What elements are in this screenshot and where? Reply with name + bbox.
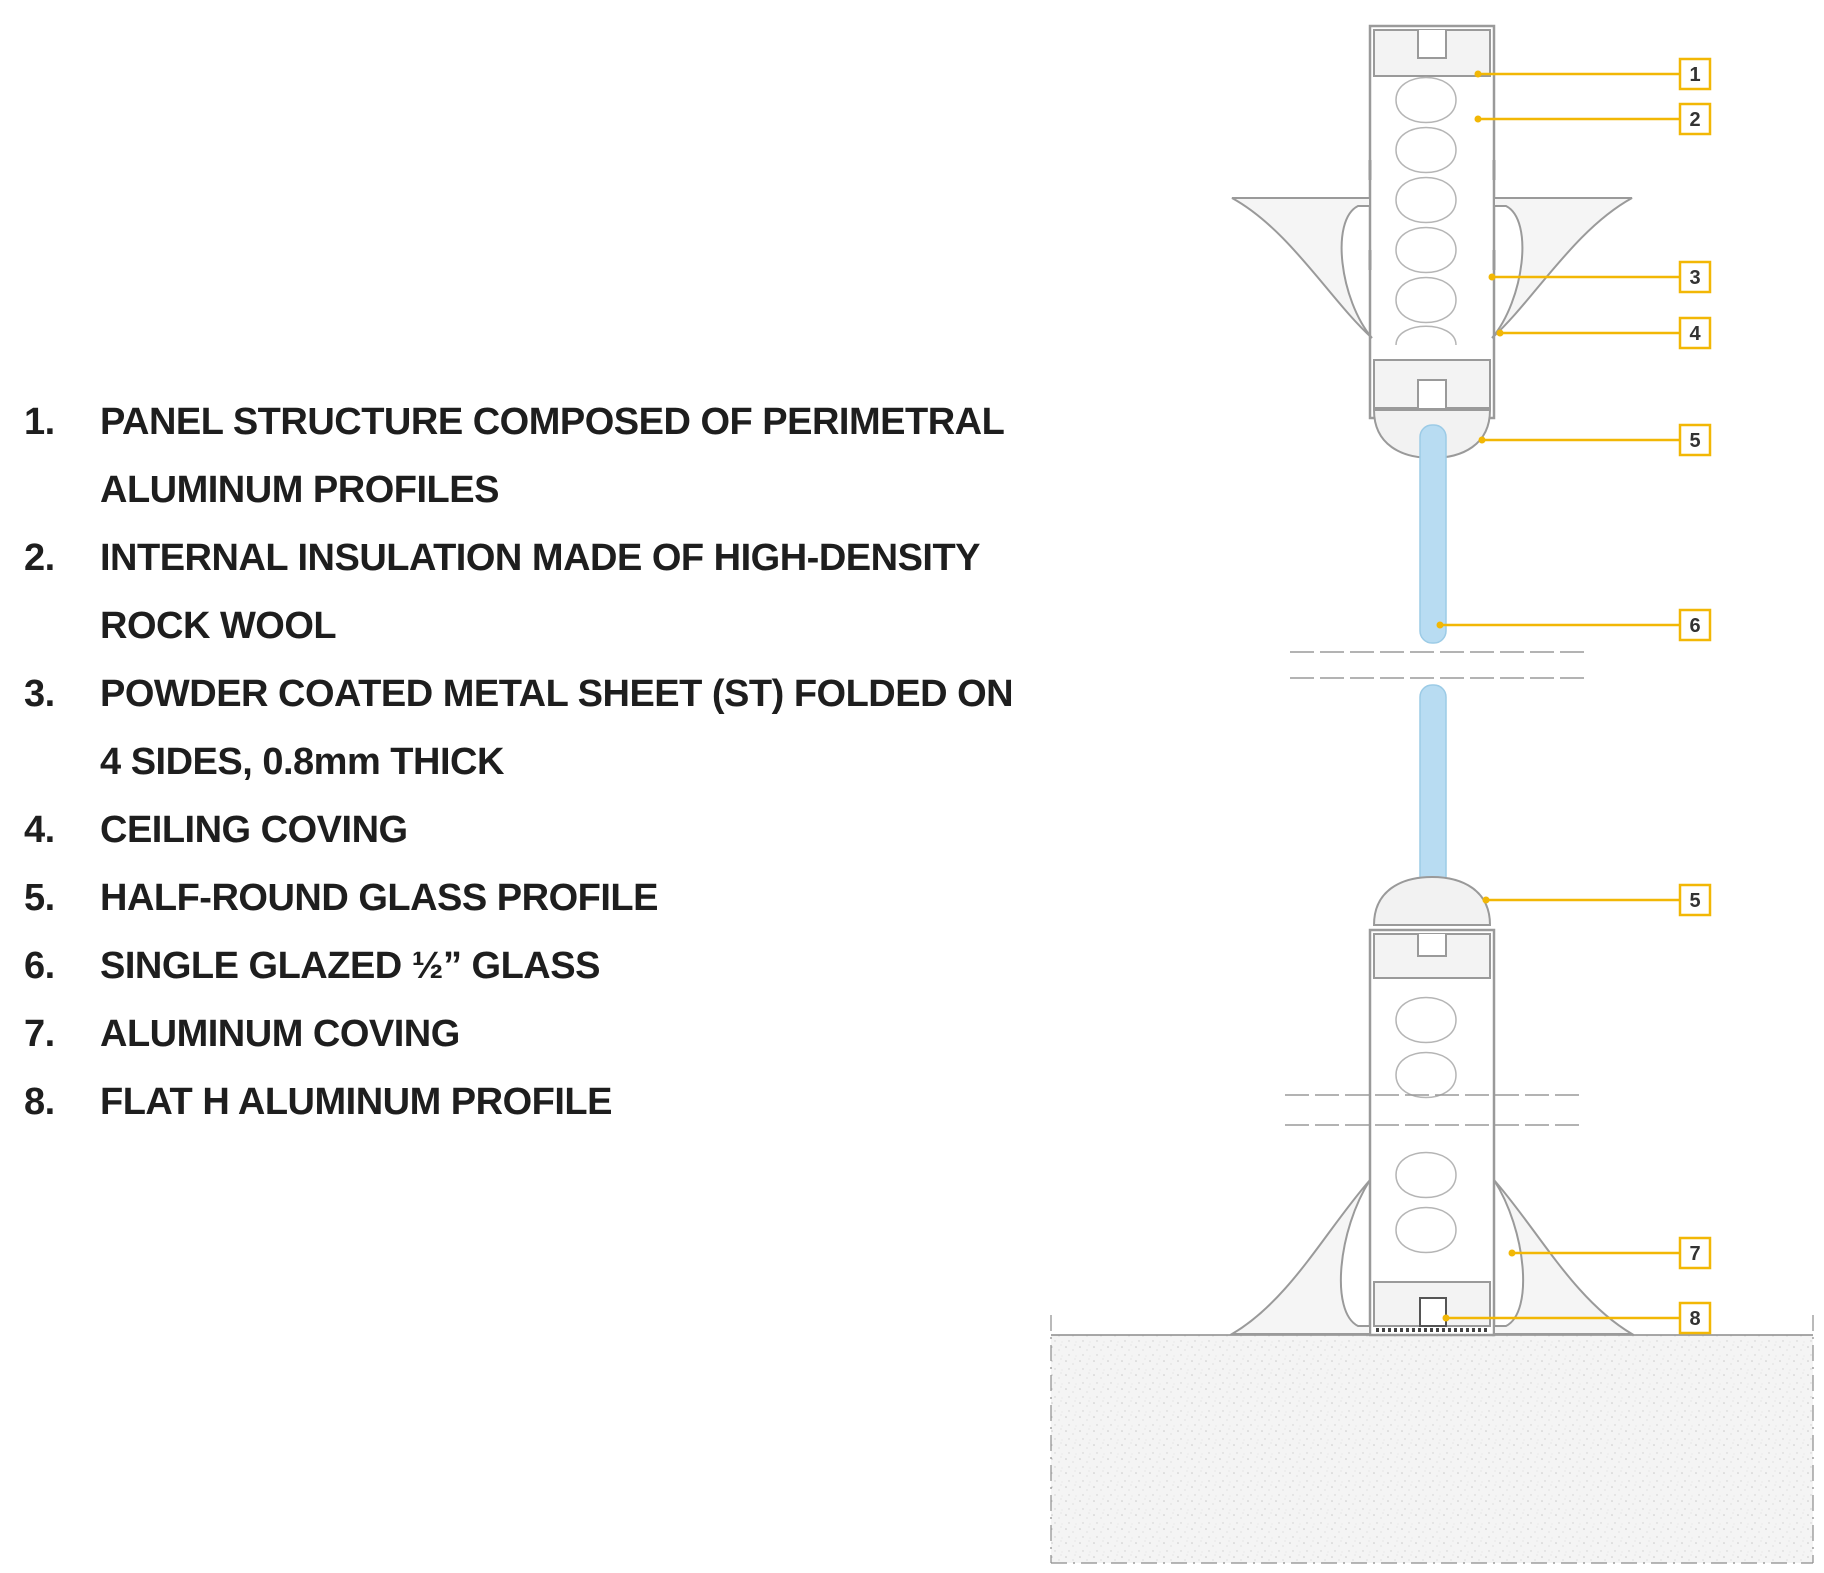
callout-2: 2 bbox=[1474, 102, 1712, 136]
legend-number: 4. bbox=[24, 809, 55, 851]
break-line-upper bbox=[1290, 651, 1585, 679]
legend-item-2: 2. INTERNAL INSULATION MADE OF HIGH-DENS… bbox=[24, 524, 1024, 660]
floor-slab bbox=[1050, 1315, 1814, 1564]
legend-text: HALF-ROUND GLASS PROFILE bbox=[100, 877, 658, 919]
legend-text: SINGLE GLAZED ½” GLASS bbox=[100, 945, 600, 987]
legend-number: 7. bbox=[24, 1013, 55, 1055]
legend-number: 8. bbox=[24, 1081, 55, 1123]
legend-item-8: 8. FLAT H ALUMINUM PROFILE bbox=[24, 1068, 1024, 1136]
legend-number: 2. bbox=[24, 537, 55, 579]
callout-3: 3 bbox=[1488, 260, 1712, 294]
upper-insulation bbox=[1395, 76, 1457, 346]
callout-label: 2 bbox=[1689, 109, 1700, 131]
legend-text: POWDER COATED METAL SHEET (ST) FOLDED ON… bbox=[100, 673, 1014, 783]
legend-number: 1. bbox=[24, 401, 55, 443]
lower-glass-profile bbox=[1372, 875, 1492, 926]
upper-panel bbox=[1368, 24, 1496, 420]
callout-6: 6 bbox=[1436, 608, 1712, 642]
legend-item-7: 7. ALUMINUM COVING bbox=[24, 1000, 1024, 1068]
ceiling-coving bbox=[1231, 160, 1633, 339]
glass-pane bbox=[1419, 424, 1447, 901]
legend-item-1: 1. PANEL STRUCTURE COMPOSED OF PERIMETRA… bbox=[24, 388, 1024, 524]
legend-text: ALUMINUM COVING bbox=[100, 1013, 460, 1055]
lower-panel bbox=[1368, 928, 1496, 1337]
callout-label: 1 bbox=[1689, 64, 1700, 86]
legend-text: PANEL STRUCTURE COMPOSED OF PERIMETRAL A… bbox=[100, 401, 1004, 511]
legend-item-5: 5. HALF-ROUND GLASS PROFILE bbox=[24, 864, 1024, 932]
lower-top-profile bbox=[1373, 933, 1491, 979]
legend-list: 1. PANEL STRUCTURE COMPOSED OF PERIMETRA… bbox=[24, 388, 1024, 1136]
legend-item-4: 4. CEILING COVING bbox=[24, 796, 1024, 864]
callout-5-upper: 5 bbox=[1478, 423, 1712, 457]
upper-bottom-profile bbox=[1373, 359, 1491, 409]
lower-bottom-profile bbox=[1373, 1281, 1491, 1332]
legend-text: CEILING COVING bbox=[100, 809, 408, 851]
legend-number: 3. bbox=[24, 673, 55, 715]
callout-label: 4 bbox=[1689, 323, 1701, 345]
lower-insulation bbox=[1395, 996, 1457, 1254]
upper-top-profile bbox=[1373, 29, 1491, 77]
callout-4: 4 bbox=[1496, 316, 1712, 350]
legend-item-3: 3. POWDER COATED METAL SHEET (ST) FOLDED… bbox=[24, 660, 1024, 796]
break-line-lower bbox=[1285, 1094, 1580, 1126]
callout-1: 1 bbox=[1474, 57, 1712, 91]
callout-label: 7 bbox=[1689, 1243, 1700, 1265]
callout-5-lower: 5 bbox=[1482, 883, 1712, 917]
legend-text: FLAT H ALUMINUM PROFILE bbox=[100, 1081, 612, 1123]
aluminum-coving bbox=[1228, 1179, 1636, 1335]
callout-label: 5 bbox=[1689, 430, 1700, 452]
callouts: 1 2 3 4 5 6 bbox=[1436, 57, 1712, 1335]
callout-label: 5 bbox=[1689, 890, 1700, 912]
legend-item-6: 6. SINGLE GLAZED ½” GLASS bbox=[24, 932, 1024, 1000]
legend-number: 5. bbox=[24, 877, 55, 919]
callout-8: 8 bbox=[1442, 1301, 1712, 1335]
callout-7: 7 bbox=[1508, 1236, 1712, 1270]
legend-text: INTERNAL INSULATION MADE OF HIGH-DENSITY… bbox=[100, 537, 980, 647]
callout-label: 8 bbox=[1689, 1308, 1700, 1330]
legend-number: 6. bbox=[24, 945, 55, 987]
callout-label: 3 bbox=[1689, 267, 1700, 289]
callout-label: 6 bbox=[1689, 615, 1700, 637]
